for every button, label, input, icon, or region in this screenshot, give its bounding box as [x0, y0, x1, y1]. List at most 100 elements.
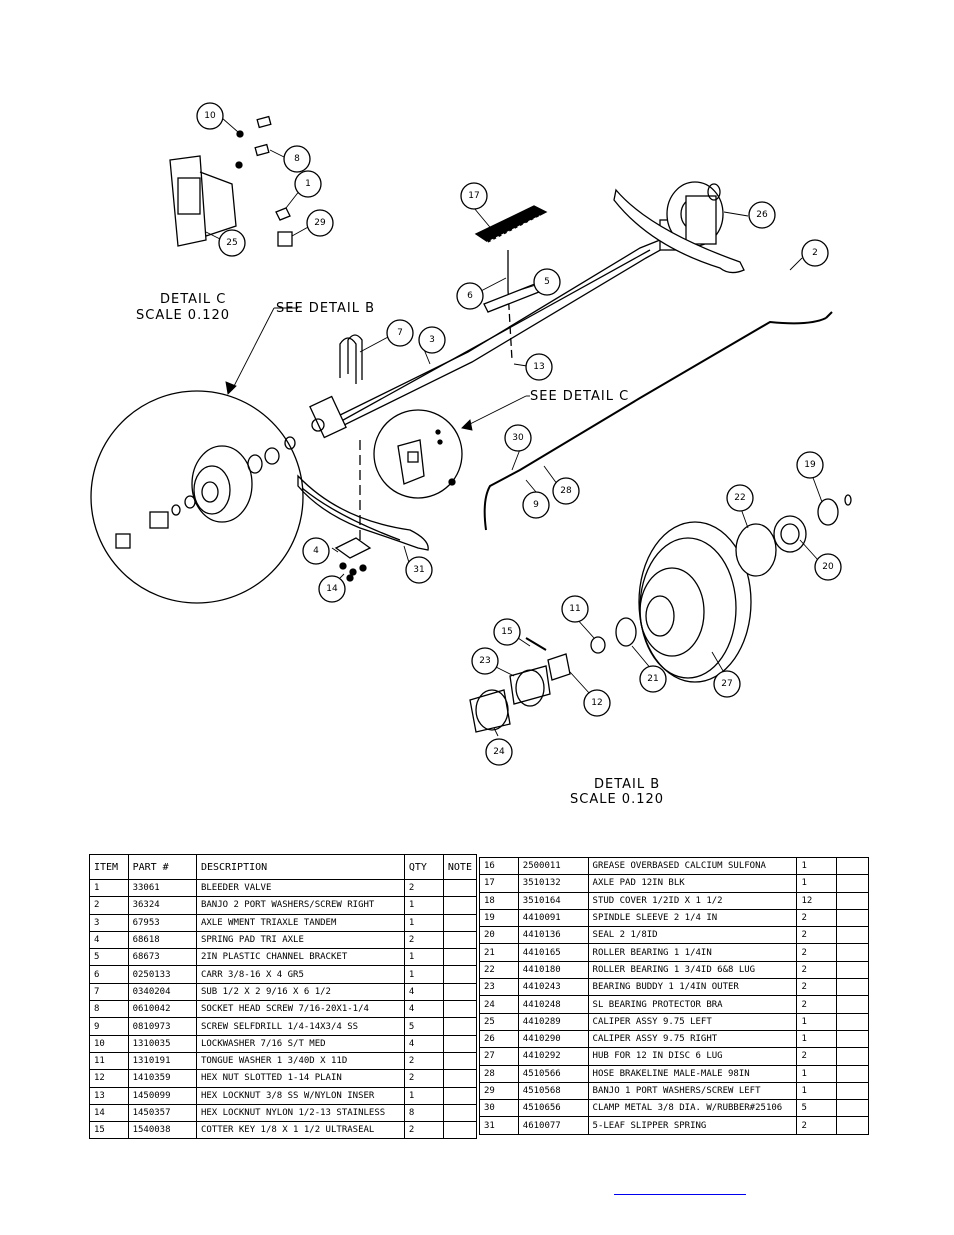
cell-part: 4610077	[517, 1116, 589, 1135]
cell-part: 4410289	[517, 1012, 589, 1031]
cell-part: 4410165	[517, 943, 589, 962]
cell-part: 4510656	[517, 1099, 589, 1118]
cell-note	[442, 930, 478, 950]
cell-qty: 4	[403, 982, 444, 1002]
cell-desc: BLEEDER VALVE	[195, 878, 405, 898]
cell-item: 3	[89, 913, 129, 932]
detail-b-scale: SCALE 0.120	[570, 792, 664, 807]
cell-qty: 12	[796, 891, 838, 910]
cell-qty: 2	[403, 1121, 444, 1140]
cell-desc: CLAMP METAL 3/8 DIA. W/RUBBER#25106	[587, 1099, 798, 1118]
cell-note	[442, 965, 478, 984]
cell-item: 6	[89, 965, 129, 984]
cell-part: 67953	[127, 913, 197, 932]
cell-note	[836, 1081, 869, 1101]
cell-part: 1450099	[127, 1086, 197, 1105]
callout-7: 7	[397, 328, 403, 338]
cell-part: 33061	[127, 878, 197, 898]
cell-part: 4410136	[517, 926, 589, 945]
detail-c-caliper	[397, 429, 456, 486]
cell-note	[442, 878, 478, 898]
cell-item: 21	[479, 943, 519, 962]
cell-qty: 2	[796, 1047, 838, 1066]
cell-desc: HEX NUT SLOTTED 1-14 PLAIN	[195, 1069, 405, 1088]
header-qty: QTY	[403, 854, 444, 880]
cell-note	[836, 943, 869, 962]
cell-desc: SUB 1/2 X 2 9/16 X 6 1/2	[195, 982, 405, 1002]
cell-part: 68618	[127, 930, 197, 950]
callout-10: 10	[204, 111, 216, 121]
cell-qty: 1	[796, 856, 838, 876]
cell-note	[836, 1099, 869, 1118]
cell-desc: CALIPER ASSY 9.75 RIGHT	[587, 1029, 798, 1049]
callout-20: 20	[822, 562, 834, 572]
cell-part: 0340204	[127, 982, 197, 1002]
cell-item: 5	[89, 948, 129, 967]
cell-qty: 1	[403, 913, 444, 932]
cell-qty: 2	[403, 1051, 444, 1071]
cell-desc: STUD COVER 1/2ID X 1 1/2	[587, 891, 798, 910]
detail-b-label: DETAIL B	[594, 777, 660, 792]
callout-24: 24	[493, 747, 505, 757]
callout-30: 30	[512, 433, 524, 443]
cell-qty: 1	[403, 1086, 444, 1105]
cell-item: 2	[89, 896, 129, 915]
cell-note	[442, 1103, 478, 1123]
callout-2: 2	[812, 248, 818, 258]
detail-b-hub	[115, 436, 296, 549]
cell-item: 11	[89, 1051, 129, 1071]
cell-note	[442, 1086, 478, 1105]
cell-note	[836, 1116, 869, 1135]
cell-qty: 2	[796, 978, 838, 997]
cell-qty: 5	[796, 1099, 838, 1118]
cell-part: 68673	[127, 948, 197, 967]
callout-9: 9	[533, 500, 539, 510]
cell-item: 10	[89, 1034, 129, 1053]
exploded-axle-diagram: 10 8 1 29 25 17 26 2 5 6 7 3 13 30 28 9 …	[90, 102, 852, 807]
cell-item: 14	[89, 1103, 129, 1123]
cell-item: 12	[89, 1069, 129, 1088]
cell-part: 2500011	[517, 856, 589, 876]
cell-note	[836, 1047, 869, 1066]
cell-desc: AXLE WMENT TRIAXLE TANDEM	[195, 913, 405, 932]
cell-desc: HEX LOCKNUT 3/8 SS W/NYLON INSER	[195, 1086, 405, 1105]
cell-item: 18	[479, 891, 519, 910]
detail-c-scale: SCALE 0.120	[136, 308, 230, 323]
cell-desc: 5-LEAF SLIPPER SPRING	[587, 1116, 798, 1135]
footer-link[interactable]	[614, 1186, 746, 1195]
cell-qty: 2	[796, 995, 838, 1014]
cell-item: 13	[89, 1086, 129, 1105]
cell-part: 0610042	[127, 1000, 197, 1019]
cell-desc: SEAL 2 1/8ID	[587, 926, 798, 945]
hub-rotor	[469, 494, 852, 733]
detail-c-label: DETAIL C	[160, 292, 226, 307]
see-detail-c-label: SEE DETAIL C	[530, 389, 629, 404]
cell-note	[442, 1121, 478, 1140]
cell-item: 1	[89, 878, 129, 898]
cell-item: 4	[89, 930, 129, 950]
axle-tube	[309, 219, 683, 439]
cell-item: 9	[89, 1017, 129, 1036]
spring-pad	[334, 537, 372, 582]
cell-part: 1310191	[127, 1051, 197, 1071]
cell-note	[836, 926, 869, 945]
cell-note	[442, 982, 478, 1002]
cell-part: 36324	[127, 896, 197, 915]
cell-desc: 2IN PLASTIC CHANNEL BRACKET	[195, 948, 405, 967]
cell-note	[836, 978, 869, 997]
header-item: ITEM	[89, 854, 129, 880]
